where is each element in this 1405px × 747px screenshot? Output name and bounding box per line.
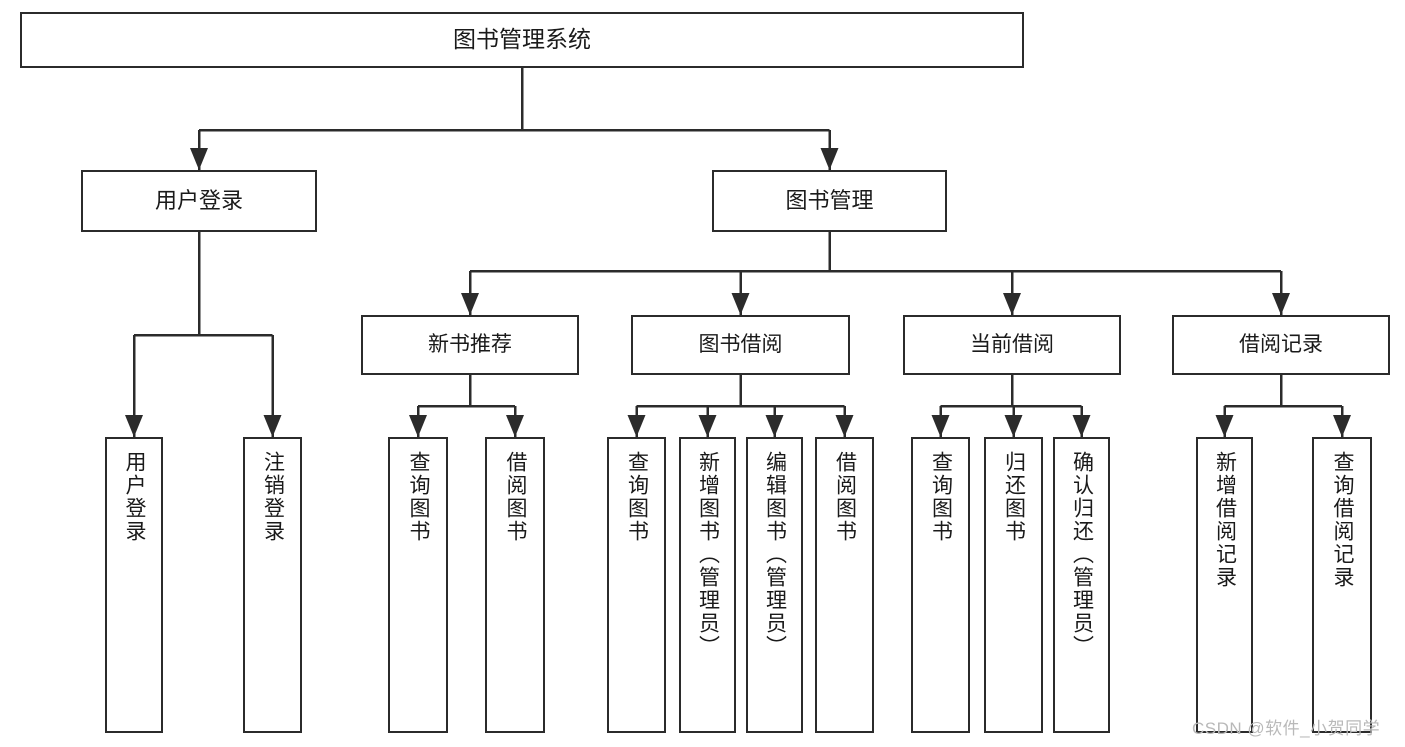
arrowhead [1333,415,1351,437]
node-label: 确认归还（管理员） [1070,451,1094,658]
node-l1[interactable]: 用户登录 [105,437,163,733]
node-label: 借阅图书 [833,451,857,543]
node-l9[interactable]: 查询图书 [911,437,970,733]
arrowhead [263,415,282,437]
node-root[interactable]: 图书管理系统 [20,12,1024,68]
node-l8[interactable]: 借阅图书 [815,437,874,733]
node-login[interactable]: 用户登录 [81,170,317,232]
node-borrow[interactable]: 图书借阅 [631,315,850,375]
arrowhead [461,293,479,315]
node-label: 新增借阅记录 [1213,451,1237,589]
node-label: 注销登录 [261,451,285,543]
arrowhead [506,415,524,437]
node-label: 归还图书 [1002,451,1026,543]
node-label: 图书管理 [785,188,874,214]
arrowhead [190,148,208,170]
arrowhead [931,415,950,437]
node-l13[interactable]: 查询借阅记录 [1312,437,1372,733]
node-l3[interactable]: 查询图书 [388,437,448,733]
node-label: 新增图书（管理员） [696,451,720,658]
node-label: 用户登录 [123,451,147,543]
node-label: 借阅记录 [1239,332,1323,356]
node-label: 图书管理系统 [453,26,591,53]
node-bookmgmt[interactable]: 图书管理 [712,170,947,232]
node-label: 用户登录 [154,188,243,214]
node-label: 借阅图书 [504,451,528,543]
arrowhead [1004,415,1023,437]
node-label: 查询图书 [407,451,431,543]
node-label: 查询图书 [625,451,649,543]
arrowhead [820,148,839,170]
node-l7[interactable]: 编辑图书（管理员） [746,437,803,733]
node-l12[interactable]: 新增借阅记录 [1196,437,1253,733]
watermark: CSDN @软件_小贺同学 [1192,719,1381,738]
node-label: 图书借阅 [698,332,783,356]
arrowhead [1215,415,1234,437]
node-history[interactable]: 借阅记录 [1172,315,1390,375]
node-l5[interactable]: 查询图书 [607,437,666,733]
node-l11[interactable]: 确认归还（管理员） [1053,437,1110,733]
arrowhead [1003,293,1021,315]
node-label: 编辑图书（管理员） [763,451,787,658]
node-newrec[interactable]: 新书推荐 [361,315,579,375]
arrowhead [409,415,427,437]
node-label: 查询图书 [929,451,953,543]
arrowhead [698,415,717,437]
node-l4[interactable]: 借阅图书 [485,437,545,733]
arrowhead [835,415,854,437]
node-l6[interactable]: 新增图书（管理员） [679,437,736,733]
arrowhead [765,415,784,437]
arrowhead [731,293,750,315]
arrowhead [1072,415,1091,437]
node-label: 查询借阅记录 [1331,451,1355,589]
arrowhead [1272,293,1290,315]
node-l2[interactable]: 注销登录 [243,437,302,733]
node-current[interactable]: 当前借阅 [903,315,1121,375]
node-l10[interactable]: 归还图书 [984,437,1043,733]
arrowhead [627,415,646,437]
arrowhead [125,415,143,437]
node-label: 当前借阅 [970,332,1054,356]
node-label: 新书推荐 [428,332,512,356]
